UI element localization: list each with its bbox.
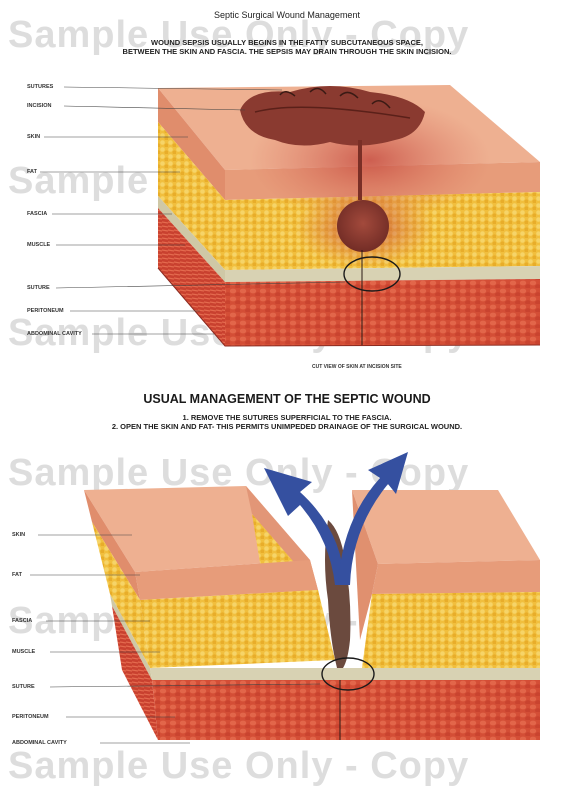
management-heading: USUAL MANAGEMENT OF THE SEPTIC WOUND <box>0 392 574 406</box>
top-abscess <box>337 200 389 252</box>
top-muscle-front <box>225 279 540 346</box>
bottom-right-skin-face <box>372 560 540 594</box>
step-1: 1. REMOVE THE SUTURES SUPERFICIAL TO THE… <box>0 413 574 422</box>
bottom-left-fat-front <box>140 590 335 668</box>
bottom-label-skin: SKIN <box>12 532 25 538</box>
label-muscle: MUSCLE <box>27 242 50 248</box>
label-skin: SKIN <box>27 134 40 140</box>
bottom-label-muscle: MUSCLE <box>12 649 35 655</box>
bottom-right-skin-surface <box>352 490 540 564</box>
cut-view-note: CUT VIEW OF SKIN AT INCISION SITE <box>312 364 402 370</box>
label-incision: INCISION <box>27 103 51 109</box>
bottom-label-abdominal-cavity: ABDOMINAL CAVITY <box>12 740 67 746</box>
bottom-fascia-front <box>150 668 540 680</box>
label-abdominal-cavity: ABDOMINAL CAVITY <box>27 331 82 337</box>
label-suture: SUTURE <box>27 285 50 291</box>
bottom-muscle-front <box>152 680 540 740</box>
label-fascia: FASCIA <box>27 211 47 217</box>
bottom-right-fat-face <box>362 592 540 668</box>
top-block <box>158 85 540 346</box>
bottom-block <box>84 486 540 740</box>
bottom-label-peritoneum: PERITONEUM <box>12 714 49 720</box>
bottom-label-fascia: FASCIA <box>12 618 32 624</box>
step-2: 2. OPEN THE SKIN AND FAT- THIS PERMITS U… <box>0 422 574 431</box>
wound-illustrations <box>0 0 574 769</box>
bottom-label-fat: FAT <box>12 572 22 578</box>
label-fat: FAT <box>27 169 37 175</box>
label-sutures: SUTURES <box>27 84 53 90</box>
bottom-label-suture: SUTURE <box>12 684 35 690</box>
label-peritoneum: PERITONEUM <box>27 308 64 314</box>
